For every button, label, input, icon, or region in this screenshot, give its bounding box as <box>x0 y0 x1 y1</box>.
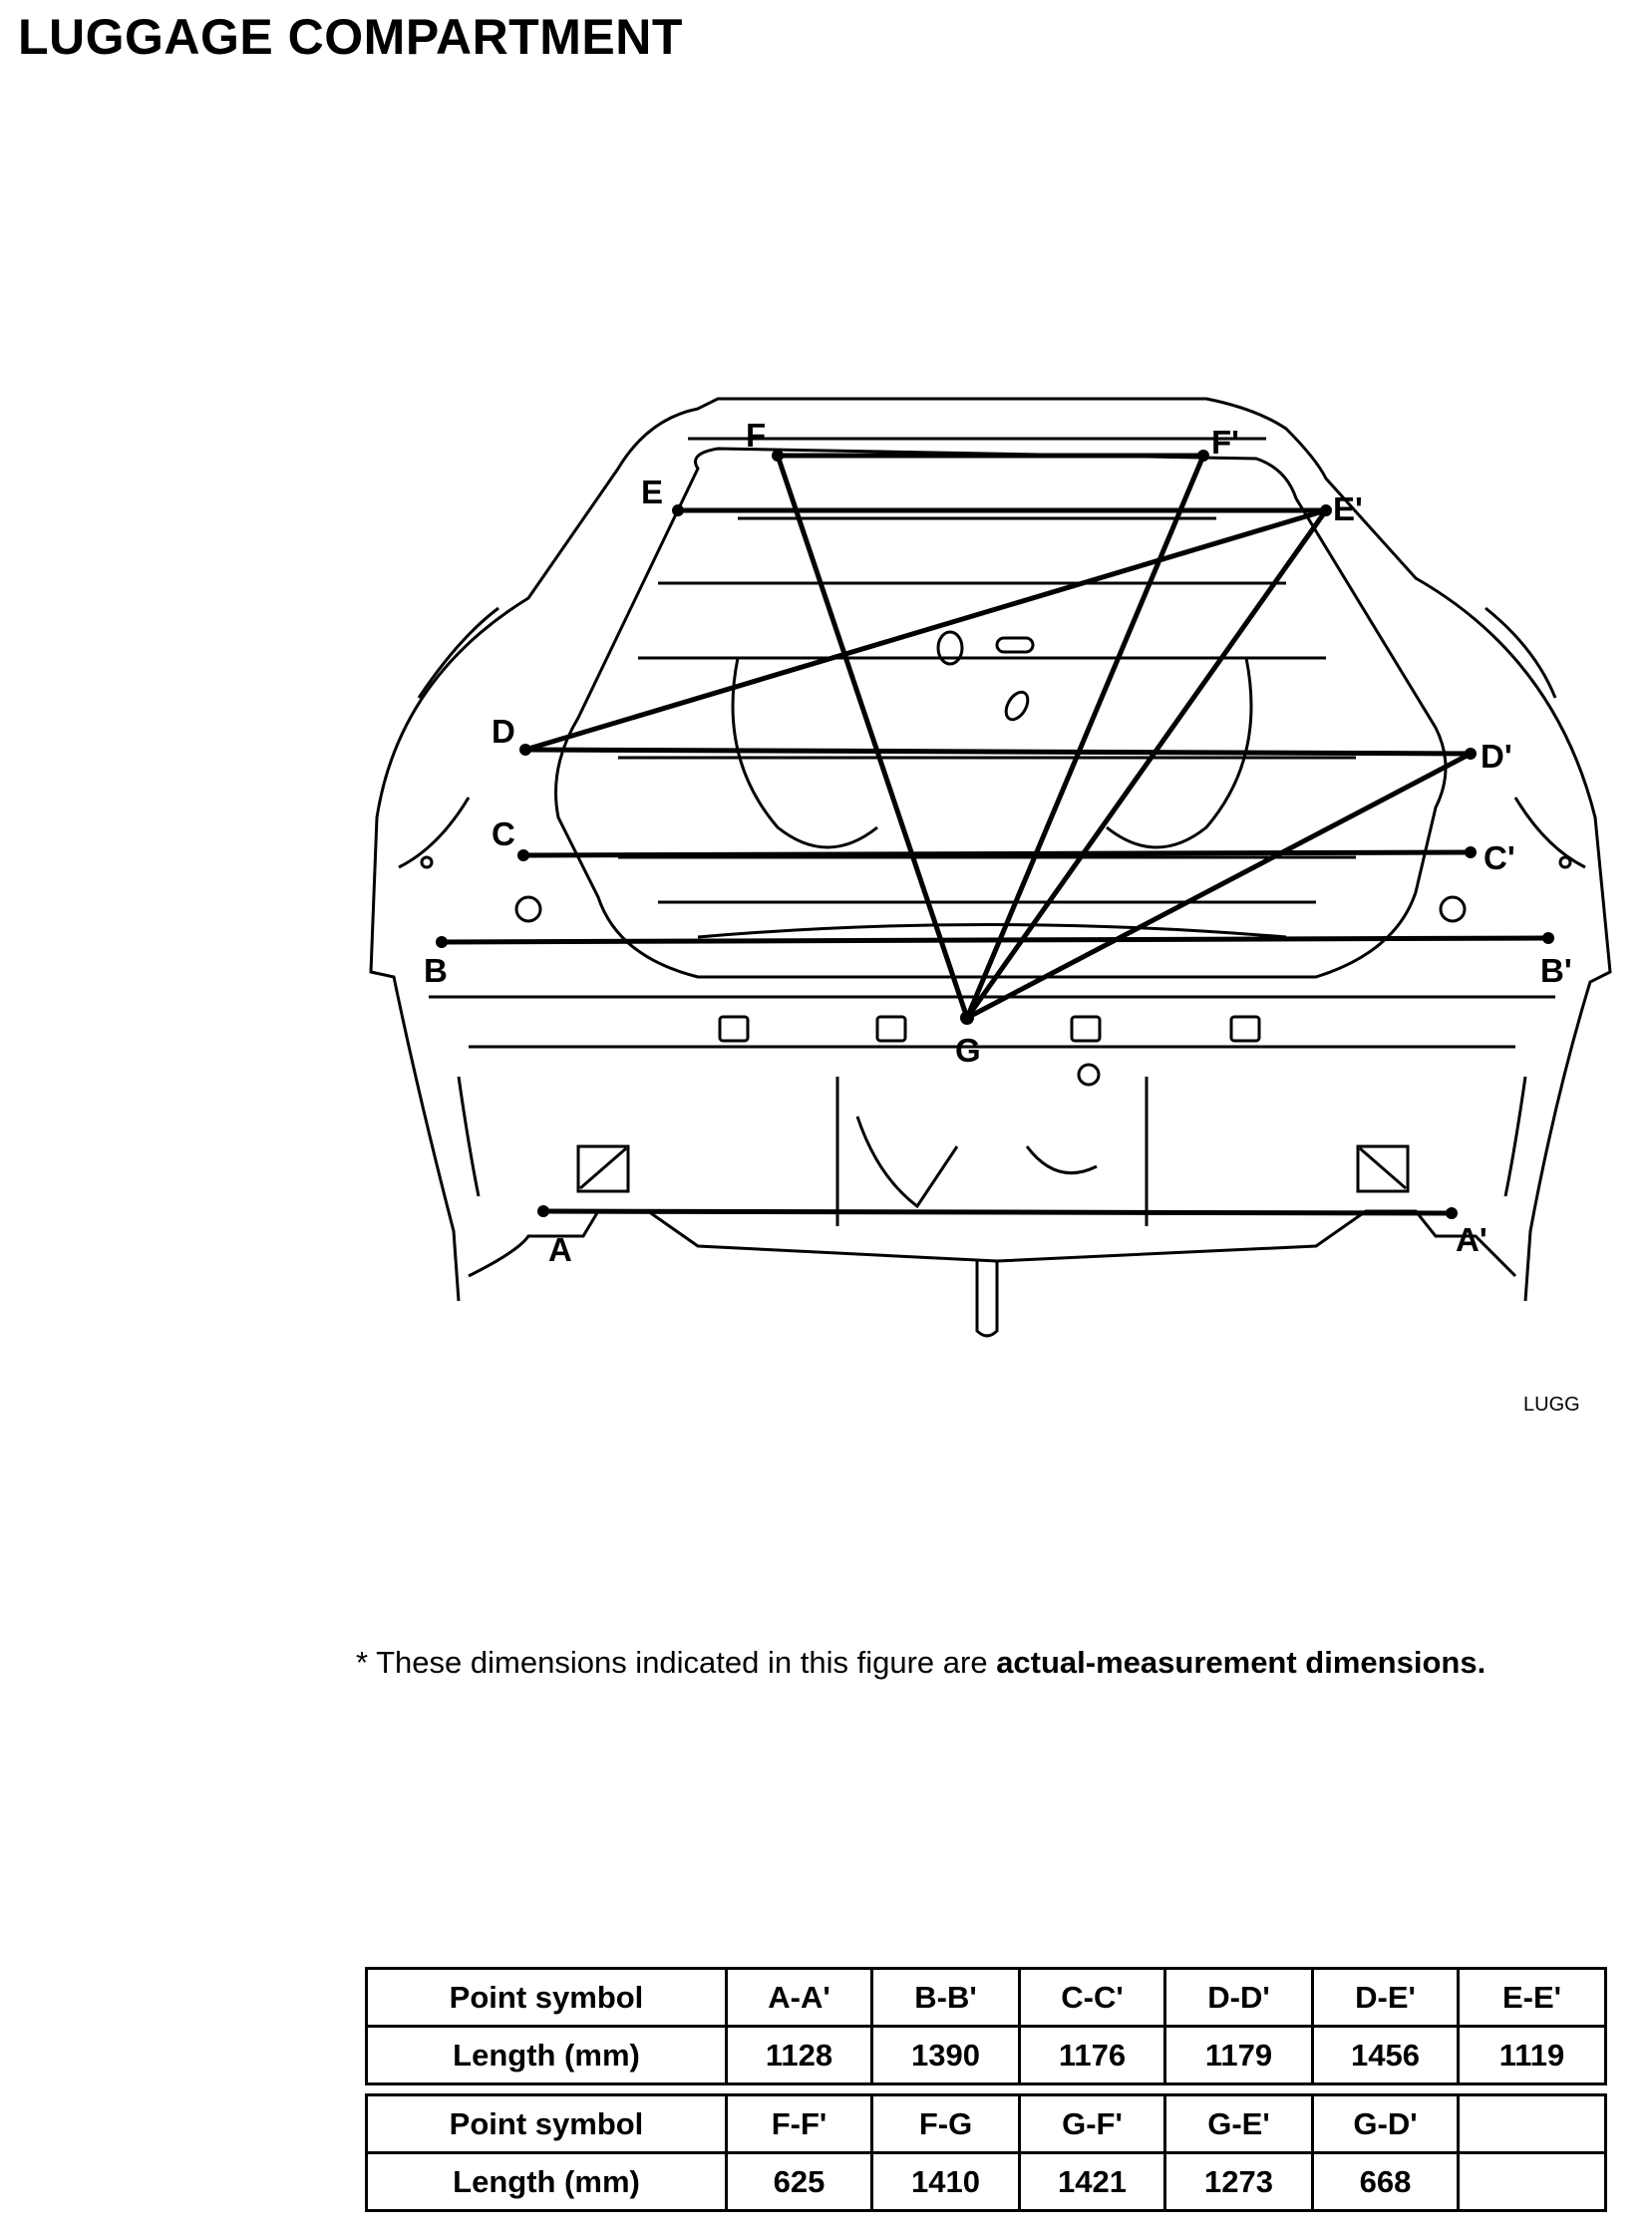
table-row: Point symbol F-F' F-G G-F' G-E' G-D' <box>365 2093 1607 2154</box>
row-header: Point symbol <box>365 2093 728 2154</box>
line-c-c <box>522 849 1472 858</box>
dimensions-table-2: Point symbol F-F' F-G G-F' G-E' G-D' Len… <box>365 2093 1607 2212</box>
point-label-b: B <box>424 952 448 989</box>
row-header: Length (mm) <box>365 2025 728 2085</box>
table-cell: B-B' <box>870 1967 1021 2028</box>
table-cell: 1128 <box>725 2025 873 2085</box>
table-cell: 1456 <box>1311 2025 1460 2085</box>
point-markers <box>436 450 1554 1219</box>
point-label-a: A <box>548 1231 572 1268</box>
point-label-d: D <box>492 713 515 750</box>
table-cell: 1410 <box>870 2151 1021 2212</box>
table-cell: D-D' <box>1163 1967 1314 2028</box>
line-g-e <box>964 508 1329 1020</box>
table-cell: F-G <box>870 2093 1021 2154</box>
table-cell: 668 <box>1311 2151 1460 2212</box>
table-cell: 625 <box>725 2151 873 2212</box>
line-f-g <box>775 455 970 1019</box>
table-cell: 1390 <box>870 2025 1021 2085</box>
line-d-d <box>524 747 1472 757</box>
table-cell: 1421 <box>1018 2151 1166 2212</box>
row-header: Point symbol <box>365 1967 728 2028</box>
table-cell: 1273 <box>1163 2151 1314 2212</box>
page-title: LUGGAGE COMPARTMENT <box>18 9 683 65</box>
point-labels: A A' B B' C C' D D' E E' F F' G <box>424 417 1572 1268</box>
table-cell: D-E' <box>1311 1967 1460 2028</box>
line-g-d <box>965 751 1473 1021</box>
body-outline <box>369 397 1612 1338</box>
line-b-b <box>441 935 1549 945</box>
dimensions-table-1: Point symbol A-A' B-B' C-C' D-D' D-E' E-… <box>365 1967 1607 2085</box>
luggage-compartment-diagram: A A' B B' C C' D D' E E' F F' G <box>369 397 1612 1338</box>
table-row: Length (mm) 625 1410 1421 1273 668 <box>365 2151 1607 2212</box>
table-cell <box>1457 2151 1607 2212</box>
measurement-lines <box>441 453 1549 1216</box>
point-label-f-prime: F' <box>1211 424 1239 461</box>
note-text: * These dimensions indicated in this fig… <box>356 1645 997 1680</box>
point-label-d-prime: D' <box>1481 738 1512 775</box>
point-label-f: F <box>746 417 766 454</box>
table-row: Point symbol A-A' B-B' C-C' D-D' D-E' E-… <box>365 1967 1607 2028</box>
point-label-b-prime: B' <box>1540 952 1572 989</box>
dimensions-note: * These dimensions indicated in this fig… <box>356 1645 1486 1681</box>
table-row: Length (mm) 1128 1390 1176 1179 1456 111… <box>365 2025 1607 2085</box>
table-cell: 1176 <box>1018 2025 1166 2085</box>
line-d-e <box>524 507 1327 753</box>
point-label-c: C <box>492 815 515 852</box>
point-label-e: E <box>641 474 663 510</box>
note-emphasis: actual-measurement dimensions. <box>996 1645 1487 1680</box>
table-cell: G-E' <box>1163 2093 1314 2154</box>
table-cell: F-F' <box>725 2093 873 2154</box>
table-cell: 1119 <box>1457 2025 1607 2085</box>
table-cell: 1179 <box>1163 2025 1314 2085</box>
figure-code: LUGG <box>1523 1394 1580 1416</box>
line-a-a <box>542 1208 1453 1216</box>
table-cell: C-C' <box>1018 1967 1166 2028</box>
table-cell <box>1457 2093 1607 2154</box>
point-label-e-prime: E' <box>1333 490 1363 527</box>
line-g-f <box>964 455 1206 1019</box>
point-label-c-prime: C' <box>1484 839 1515 876</box>
table-cell: G-D' <box>1311 2093 1460 2154</box>
table-cell: G-F' <box>1018 2093 1166 2154</box>
table-cell: A-A' <box>725 1967 873 2028</box>
table-cell: E-E' <box>1457 1967 1607 2028</box>
point-label-a-prime: A' <box>1456 1221 1487 1258</box>
row-header: Length (mm) <box>365 2151 728 2212</box>
point-label-g: G <box>955 1032 981 1069</box>
